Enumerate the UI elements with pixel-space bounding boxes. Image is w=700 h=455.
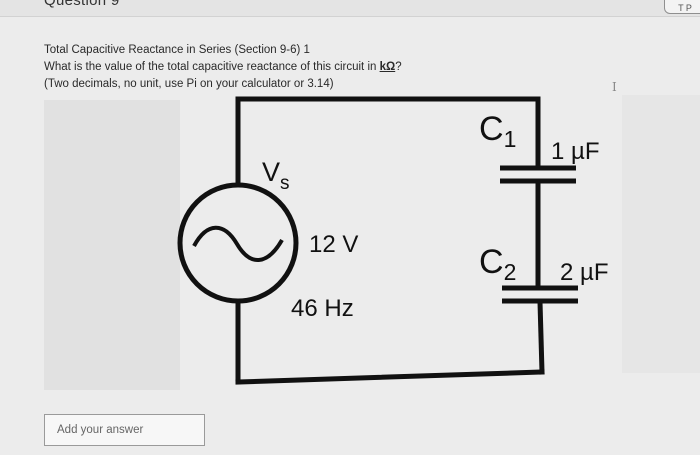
corner-chip[interactable]: T P: [664, 0, 700, 14]
question-instructions: (Two decimals, no unit, use Pi on your c…: [44, 78, 334, 90]
left-panel: [44, 100, 180, 390]
wire-right-bottom: [537, 299, 545, 375]
capacitor-c2-value: 2 µF: [560, 259, 609, 286]
ac-source-circle: [177, 182, 299, 304]
ac-wave-icon: [192, 225, 284, 262]
answer-field[interactable]: [44, 414, 205, 446]
source-frequency: 46 Hz: [291, 295, 354, 322]
question-header: Question 9: [44, 0, 120, 9]
question-text: Total Capacitive Reactance in Series (Se…: [44, 42, 402, 93]
capacitor-c1-label: C1: [479, 110, 516, 152]
question-prompt: What is the value of the total capacitiv…: [44, 59, 402, 76]
question-title: Total Capacitive Reactance in Series (Se…: [44, 44, 310, 56]
prompt-prefix: What is the value of the total capacitiv…: [44, 61, 380, 73]
source-label: Vs: [262, 157, 290, 194]
capacitor-c1-value: 1 µF: [551, 138, 600, 165]
top-bar: [0, 0, 700, 17]
text-cursor-icon: I: [612, 80, 617, 94]
right-panel: [622, 95, 700, 373]
wire-bottom: [235, 369, 545, 385]
source-voltage: 12 V: [309, 231, 358, 258]
capacitor-c2-label: C2: [479, 243, 516, 285]
prompt-unit: kΩ: [379, 61, 396, 73]
prompt-suffix: ?: [395, 61, 402, 73]
answer-input[interactable]: [45, 415, 204, 445]
